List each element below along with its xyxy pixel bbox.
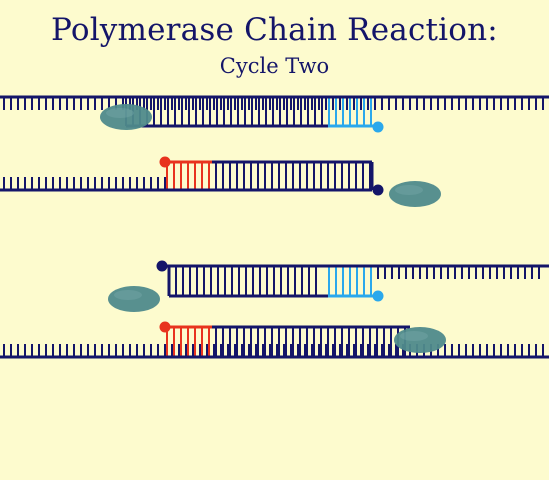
diagram-title: Polymerase Chain Reaction: bbox=[51, 12, 498, 48]
polymerase-enzyme bbox=[394, 327, 446, 353]
polymerase-enzyme-highlight bbox=[395, 185, 423, 195]
strand-5-prime-end bbox=[372, 184, 384, 196]
polymerase-enzyme-highlight bbox=[106, 108, 134, 118]
diagram-subtitle: Cycle Two bbox=[219, 54, 330, 78]
polymerase-enzyme bbox=[389, 181, 441, 207]
polymerase-enzyme-highlight bbox=[114, 290, 142, 300]
strand-ends bbox=[156, 121, 384, 333]
polymerase-enzyme bbox=[108, 286, 160, 312]
polymerase-enzyme bbox=[100, 104, 152, 130]
red-primer-5-prime-end bbox=[159, 156, 171, 168]
strand-5-prime-end bbox=[156, 260, 168, 272]
polymerase-enzyme-highlight bbox=[400, 331, 428, 341]
red-primer-5-prime-end bbox=[159, 321, 171, 333]
polymerase-enzymes bbox=[100, 104, 446, 353]
blue-primer-5-prime-end bbox=[372, 121, 384, 133]
dna-strands bbox=[0, 95, 549, 359]
blue-primer-5-prime-end bbox=[372, 290, 384, 302]
base-pair-ticks bbox=[3, 97, 544, 357]
